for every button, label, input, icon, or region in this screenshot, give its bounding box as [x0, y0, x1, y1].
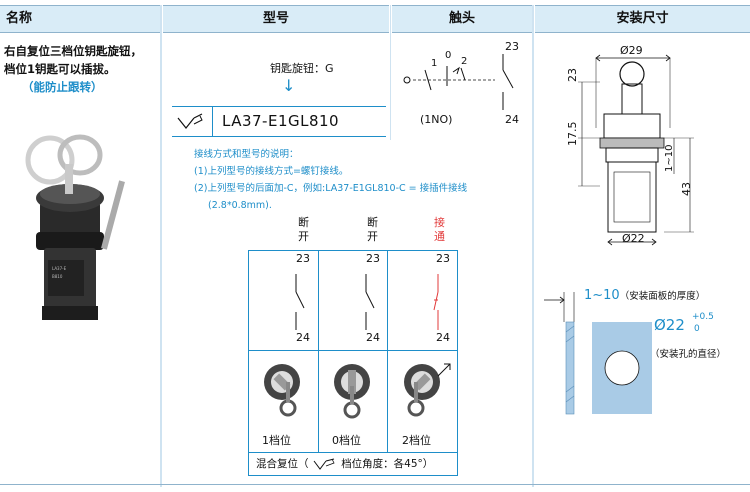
key-position-0-icon — [334, 364, 370, 419]
switch-table-vline1 — [318, 250, 319, 452]
col1-t-top: 23 — [296, 252, 310, 265]
wiring-notes: 接线方式和型号的说明： (1)上列型号的接线方式=螺钉接线。 (2)上列型号的后… — [194, 146, 467, 214]
switch-table — [248, 250, 458, 476]
state-col1: 断 开 — [298, 216, 309, 243]
hole-diameter-value: Ø22 — [654, 316, 685, 334]
pos-0: 0 — [445, 50, 452, 61]
switch-contacts — [295, 274, 439, 330]
dim-h1: 23 — [566, 68, 579, 82]
panel-diagram — [544, 292, 652, 415]
col3-position: 2档位 — [402, 434, 431, 447]
contact-diagram — [403, 54, 514, 110]
rotary-symbol-icon — [177, 113, 203, 129]
product-photo: LA37-E B810 — [25, 134, 125, 320]
wiring-title: 接线方式和型号的说明： — [194, 149, 299, 160]
col3-t-top: 23 — [436, 252, 450, 265]
hole-tol-plus: +0.5 — [692, 312, 714, 322]
model-mid-divider — [212, 106, 213, 136]
col2-t-bottom: 24 — [366, 331, 380, 344]
header-model: 型号 — [163, 5, 389, 33]
switch-table-hline2 — [248, 452, 457, 453]
description-note: （能防止跟转） — [22, 80, 103, 94]
state-col3: 接 通 — [434, 216, 445, 243]
knob-label: 钥匙旋钮：G — [270, 62, 334, 75]
contact-terminal-top: 23 — [505, 40, 519, 53]
description-line1: 右自复位三档位钥匙旋钮， — [4, 44, 142, 58]
key-position-2-icon — [404, 363, 451, 417]
model-bottom-rule — [172, 136, 386, 137]
col1-t-bottom: 24 — [296, 331, 310, 344]
wiring-line2: (2)上列型号的后面加-C，例如:LA37-E1GL810-C = 接插件接线 — [194, 183, 468, 194]
key-position-1-icon — [264, 364, 300, 417]
divider-3 — [390, 5, 391, 140]
wiring-line1: (1)上列型号的接线方式=螺钉接线。 — [194, 166, 349, 177]
col1-position: 1档位 — [262, 434, 291, 447]
divider-2 — [532, 5, 534, 487]
col3-t-bottom: 24 — [436, 331, 450, 344]
divider-1 — [160, 5, 162, 487]
dim-panel-range: 1~10 — [664, 144, 675, 172]
rotary-symbol-small-icon — [313, 458, 335, 470]
pos-2: 2 — [461, 56, 468, 67]
dim-bottom-diameter: Ø22 — [622, 232, 645, 245]
part-number: LA37-E1GL810 — [222, 112, 340, 130]
header-contact: 触头 — [392, 5, 532, 33]
col2-t-top: 23 — [366, 252, 380, 265]
dimension-drawing — [578, 54, 694, 246]
model-underline — [172, 106, 386, 107]
header-name: 名称 — [0, 5, 160, 33]
col2-position: 0档位 — [332, 434, 361, 447]
panel-thickness-label: 1~10（安装面板的厚度） — [584, 288, 706, 303]
state-col2: 断 开 — [367, 216, 378, 243]
description-line2: 档位1钥匙可以插拔。 — [4, 62, 116, 76]
switch-table-vline2 — [387, 250, 388, 452]
dim-total: 43 — [680, 182, 693, 196]
product-description: 右自复位三档位钥匙旋钮， 档位1钥匙可以插拔。 （能防止跟转） — [4, 42, 142, 96]
svg-text:LA37-E: LA37-E — [52, 266, 67, 271]
hole-diameter-text: （安装孔的直径） — [650, 349, 727, 360]
switch-table-footer: 混合复位（ 档位角度：各45°） — [256, 458, 434, 470]
wiring-line3: (2.8*0.8mm). — [208, 200, 272, 211]
down-arrow-icon: ↓ — [282, 76, 296, 95]
switch-table-hline1 — [248, 350, 457, 351]
bottom-rule — [0, 484, 750, 485]
dim-h2: 17.5 — [566, 121, 579, 147]
contact-terminal-bottom: 24 — [505, 113, 519, 126]
contact-type: (1NO) — [420, 113, 453, 126]
svg-text:B810: B810 — [52, 274, 63, 279]
hole-tol-zero: 0 — [694, 324, 700, 334]
dim-top-diameter: Ø29 — [620, 44, 643, 57]
header-mount: 安装尺寸 — [535, 5, 750, 33]
pos-1: 1 — [431, 58, 438, 69]
